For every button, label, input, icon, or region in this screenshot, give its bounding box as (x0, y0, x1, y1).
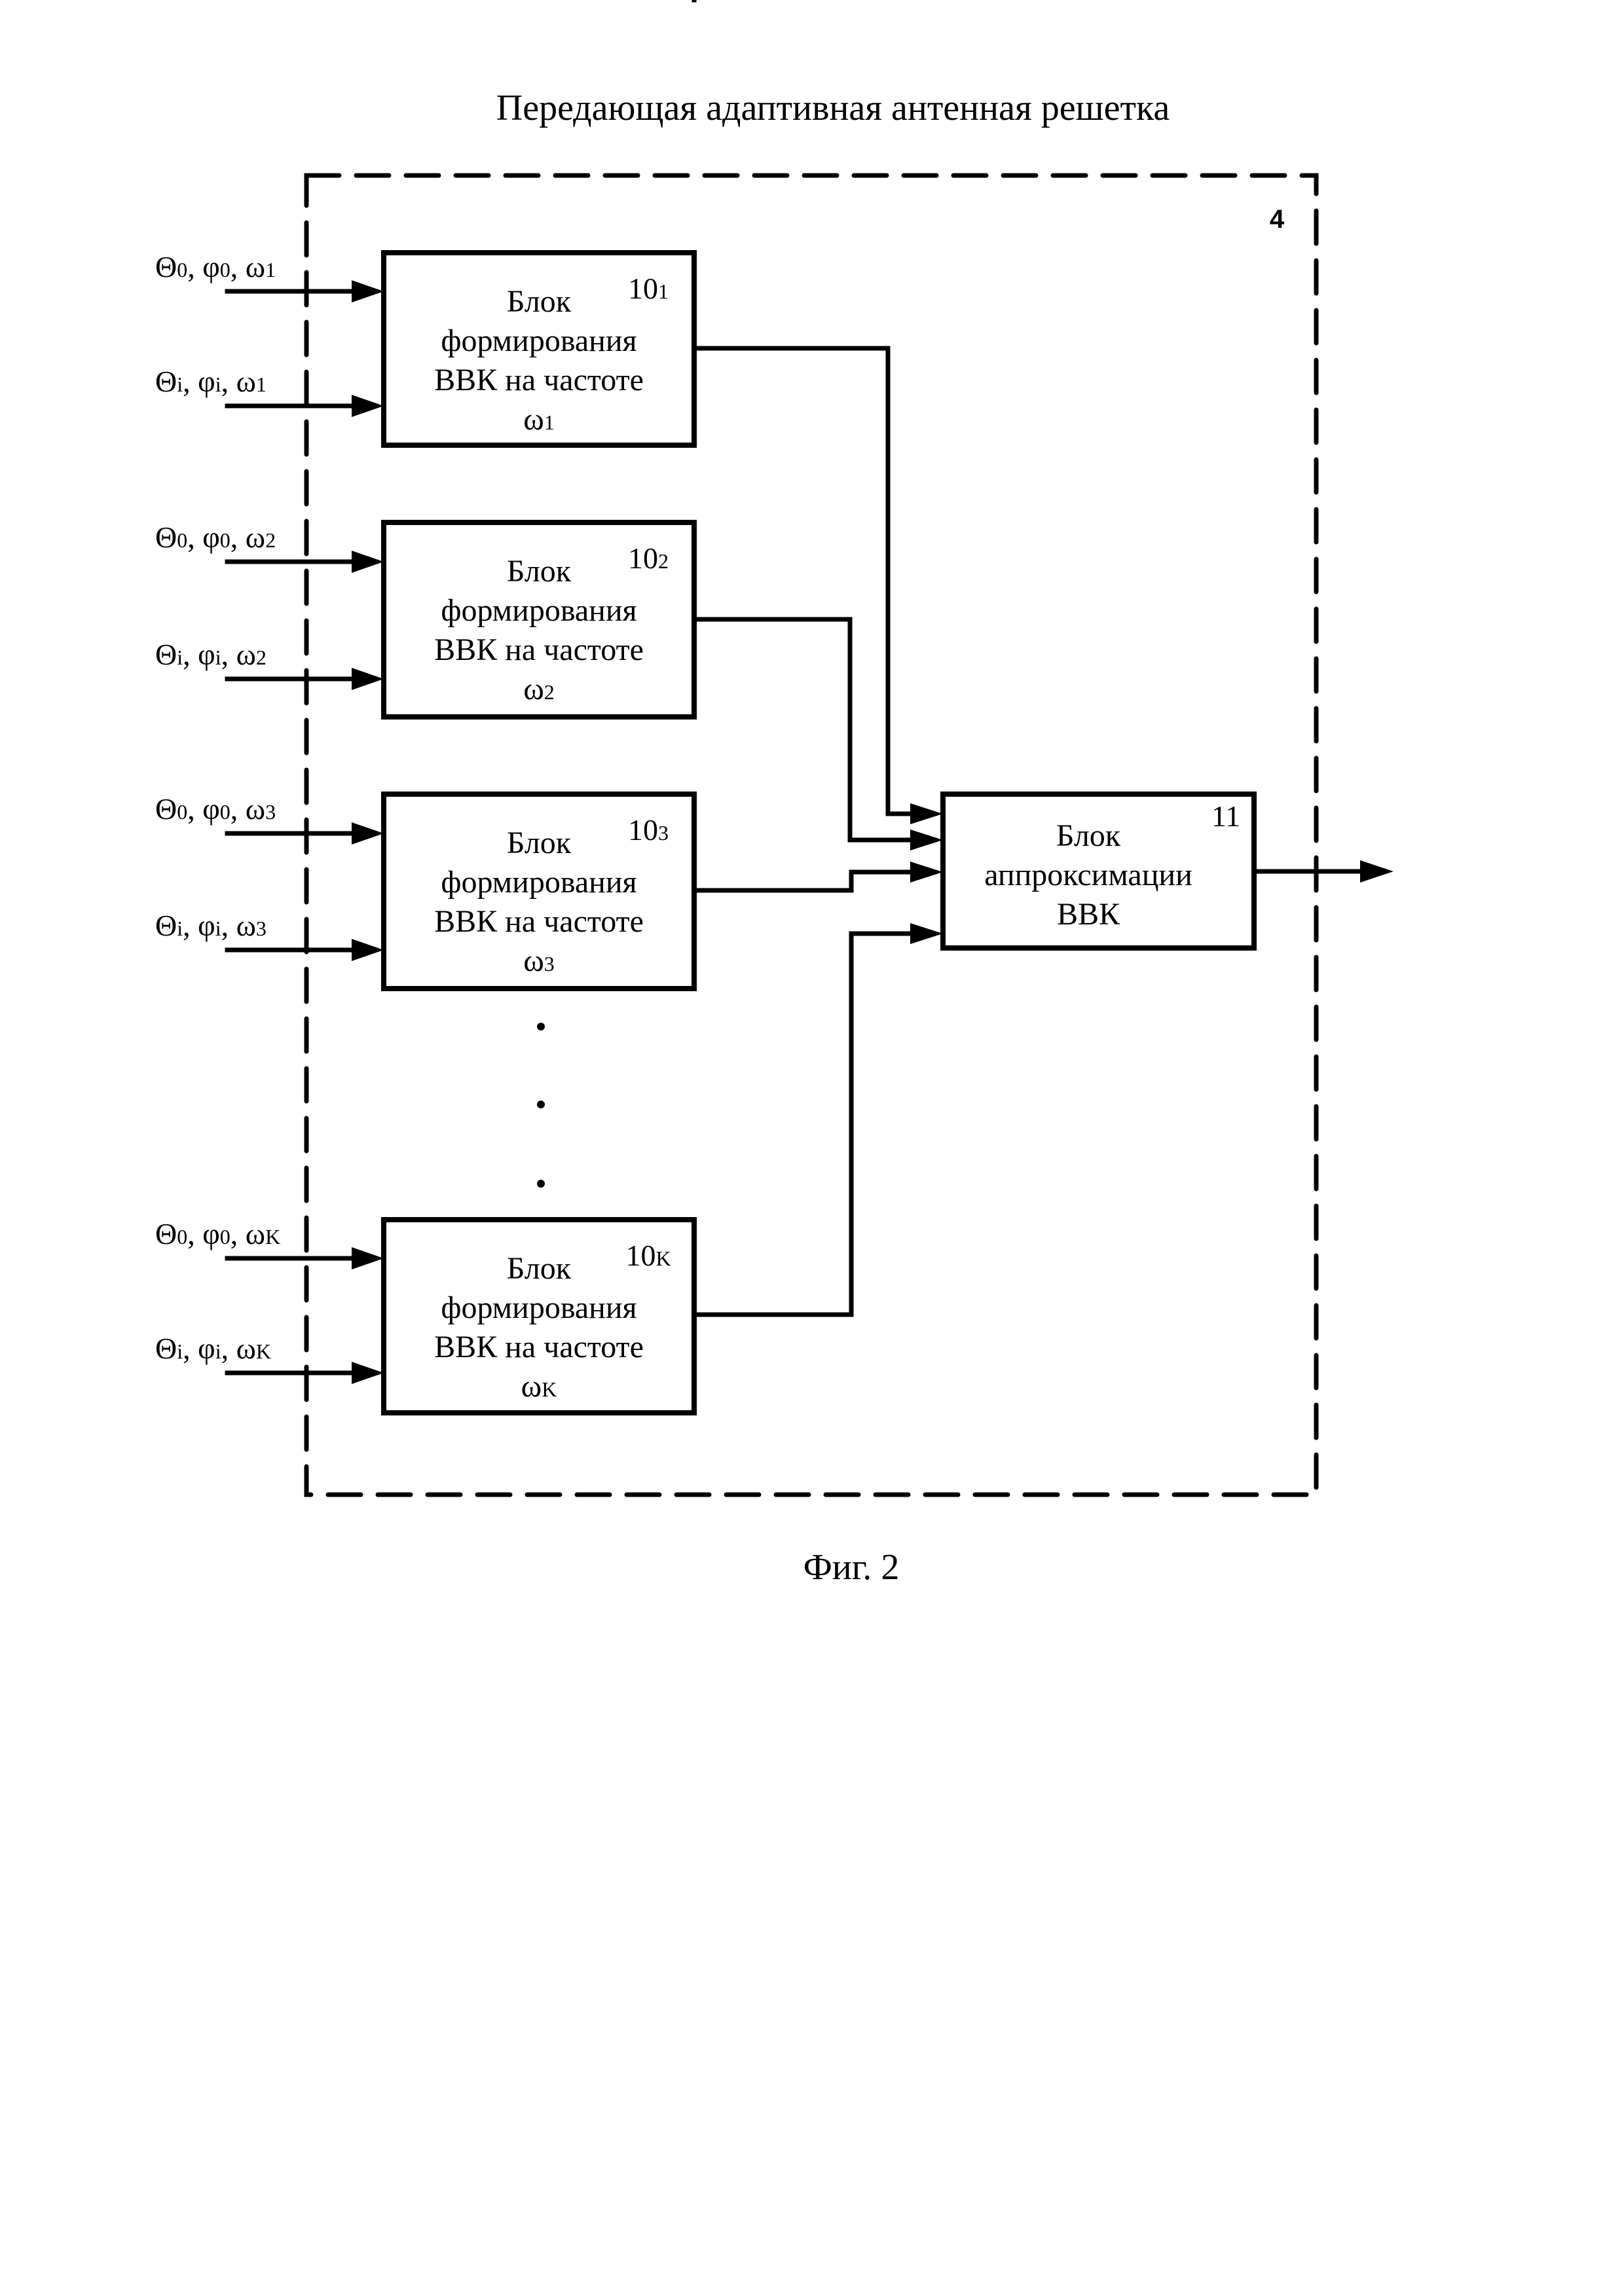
forming-block-frequency: ω3 (523, 943, 555, 978)
container-label: 4 (1270, 205, 1285, 234)
forming-block-line-1: Блок (507, 284, 572, 319)
input-label: Θi, φi, ω2 (155, 638, 267, 671)
input-arrowhead-icon (352, 668, 384, 690)
arrowhead-icon (910, 862, 943, 883)
forming-block-id: 103 (628, 813, 669, 847)
forming-block-line-2: формирования (441, 865, 637, 900)
approximation-block-id: 11 (1211, 799, 1240, 833)
approximation-block-line-2: аппроксимации (984, 858, 1192, 892)
input-label: Θ0, φ0, ω1 (155, 250, 276, 283)
arrowhead-icon (910, 803, 943, 824)
forming-block-line-3: ВВК на частоте (434, 632, 644, 667)
input-arrowhead-icon (352, 1362, 384, 1384)
forming-block-line-2: формирования (441, 323, 637, 358)
forming-block-frequency: ω1 (523, 402, 555, 437)
input-label: Θ0, φ0, ωK (155, 1217, 280, 1250)
output-arrowhead-icon (1360, 860, 1393, 883)
input-label: Θi, φi, ωK (155, 1332, 271, 1365)
ellipsis-dot (537, 1023, 545, 1030)
diagram-title: Передающая адаптивная антенная решетка (496, 88, 1170, 128)
approximation-block-line-3: ВВК (1057, 897, 1120, 932)
arrowhead-icon (910, 923, 943, 944)
wire-block-3-to-11 (692, 869, 916, 893)
forming-block-line-1: Блок (507, 826, 572, 860)
forming-block-frequency: ωK (521, 1369, 557, 1404)
ellipsis-dot (537, 1101, 545, 1108)
forming-block-line-2: формирования (441, 593, 637, 628)
approximation-block-line-1: Блок (1056, 818, 1121, 853)
forming-block-line-1: Блок (507, 1251, 572, 1286)
forming-block-id: 102 (628, 541, 669, 575)
ellipsis-dot (537, 1180, 545, 1188)
figure-caption: Фиг. 2 (803, 1547, 900, 1588)
forming-block-line-3: ВВК на частоте (434, 363, 644, 397)
input-arrowhead-icon (352, 939, 384, 961)
forming-block-frequency: ω2 (523, 672, 555, 706)
arrowhead-icon (910, 829, 943, 850)
forming-block-line-3: ВВК на частоте (434, 1330, 644, 1364)
wire-block-2-to-11 (692, 617, 916, 843)
input-arrowhead-icon (352, 1247, 384, 1269)
input-arrowhead-icon (352, 395, 384, 417)
connections (692, 346, 943, 1317)
forming-block-line-2: формирования (441, 1290, 637, 1325)
forming-block-box (381, 792, 697, 991)
forming-block-line-1: Блок (507, 554, 572, 589)
wire-block-k-to-11 (692, 931, 916, 1317)
forming-block-id: 10K (625, 1239, 671, 1272)
forming-block-id: 101 (628, 272, 669, 305)
input-label: Θ0, φ0, ω2 (155, 520, 276, 554)
input-label: Θ0, φ0, ω3 (155, 792, 276, 826)
forming-block-box (381, 1217, 697, 1415)
forming-block-line-3: ВВК на частоте (434, 904, 644, 939)
input-arrowhead-icon (352, 551, 384, 573)
input-arrowhead-icon (352, 280, 384, 302)
input-label: Θi, φi, ω1 (155, 365, 267, 398)
input-label: Θi, φi, ω3 (155, 909, 267, 942)
input-arrowhead-icon (352, 822, 384, 845)
wire-block-1-to-11 (692, 346, 916, 816)
ellipsis (537, 1023, 545, 1188)
approximation-block: Блок аппроксимации ВВК 11 (940, 792, 1257, 951)
